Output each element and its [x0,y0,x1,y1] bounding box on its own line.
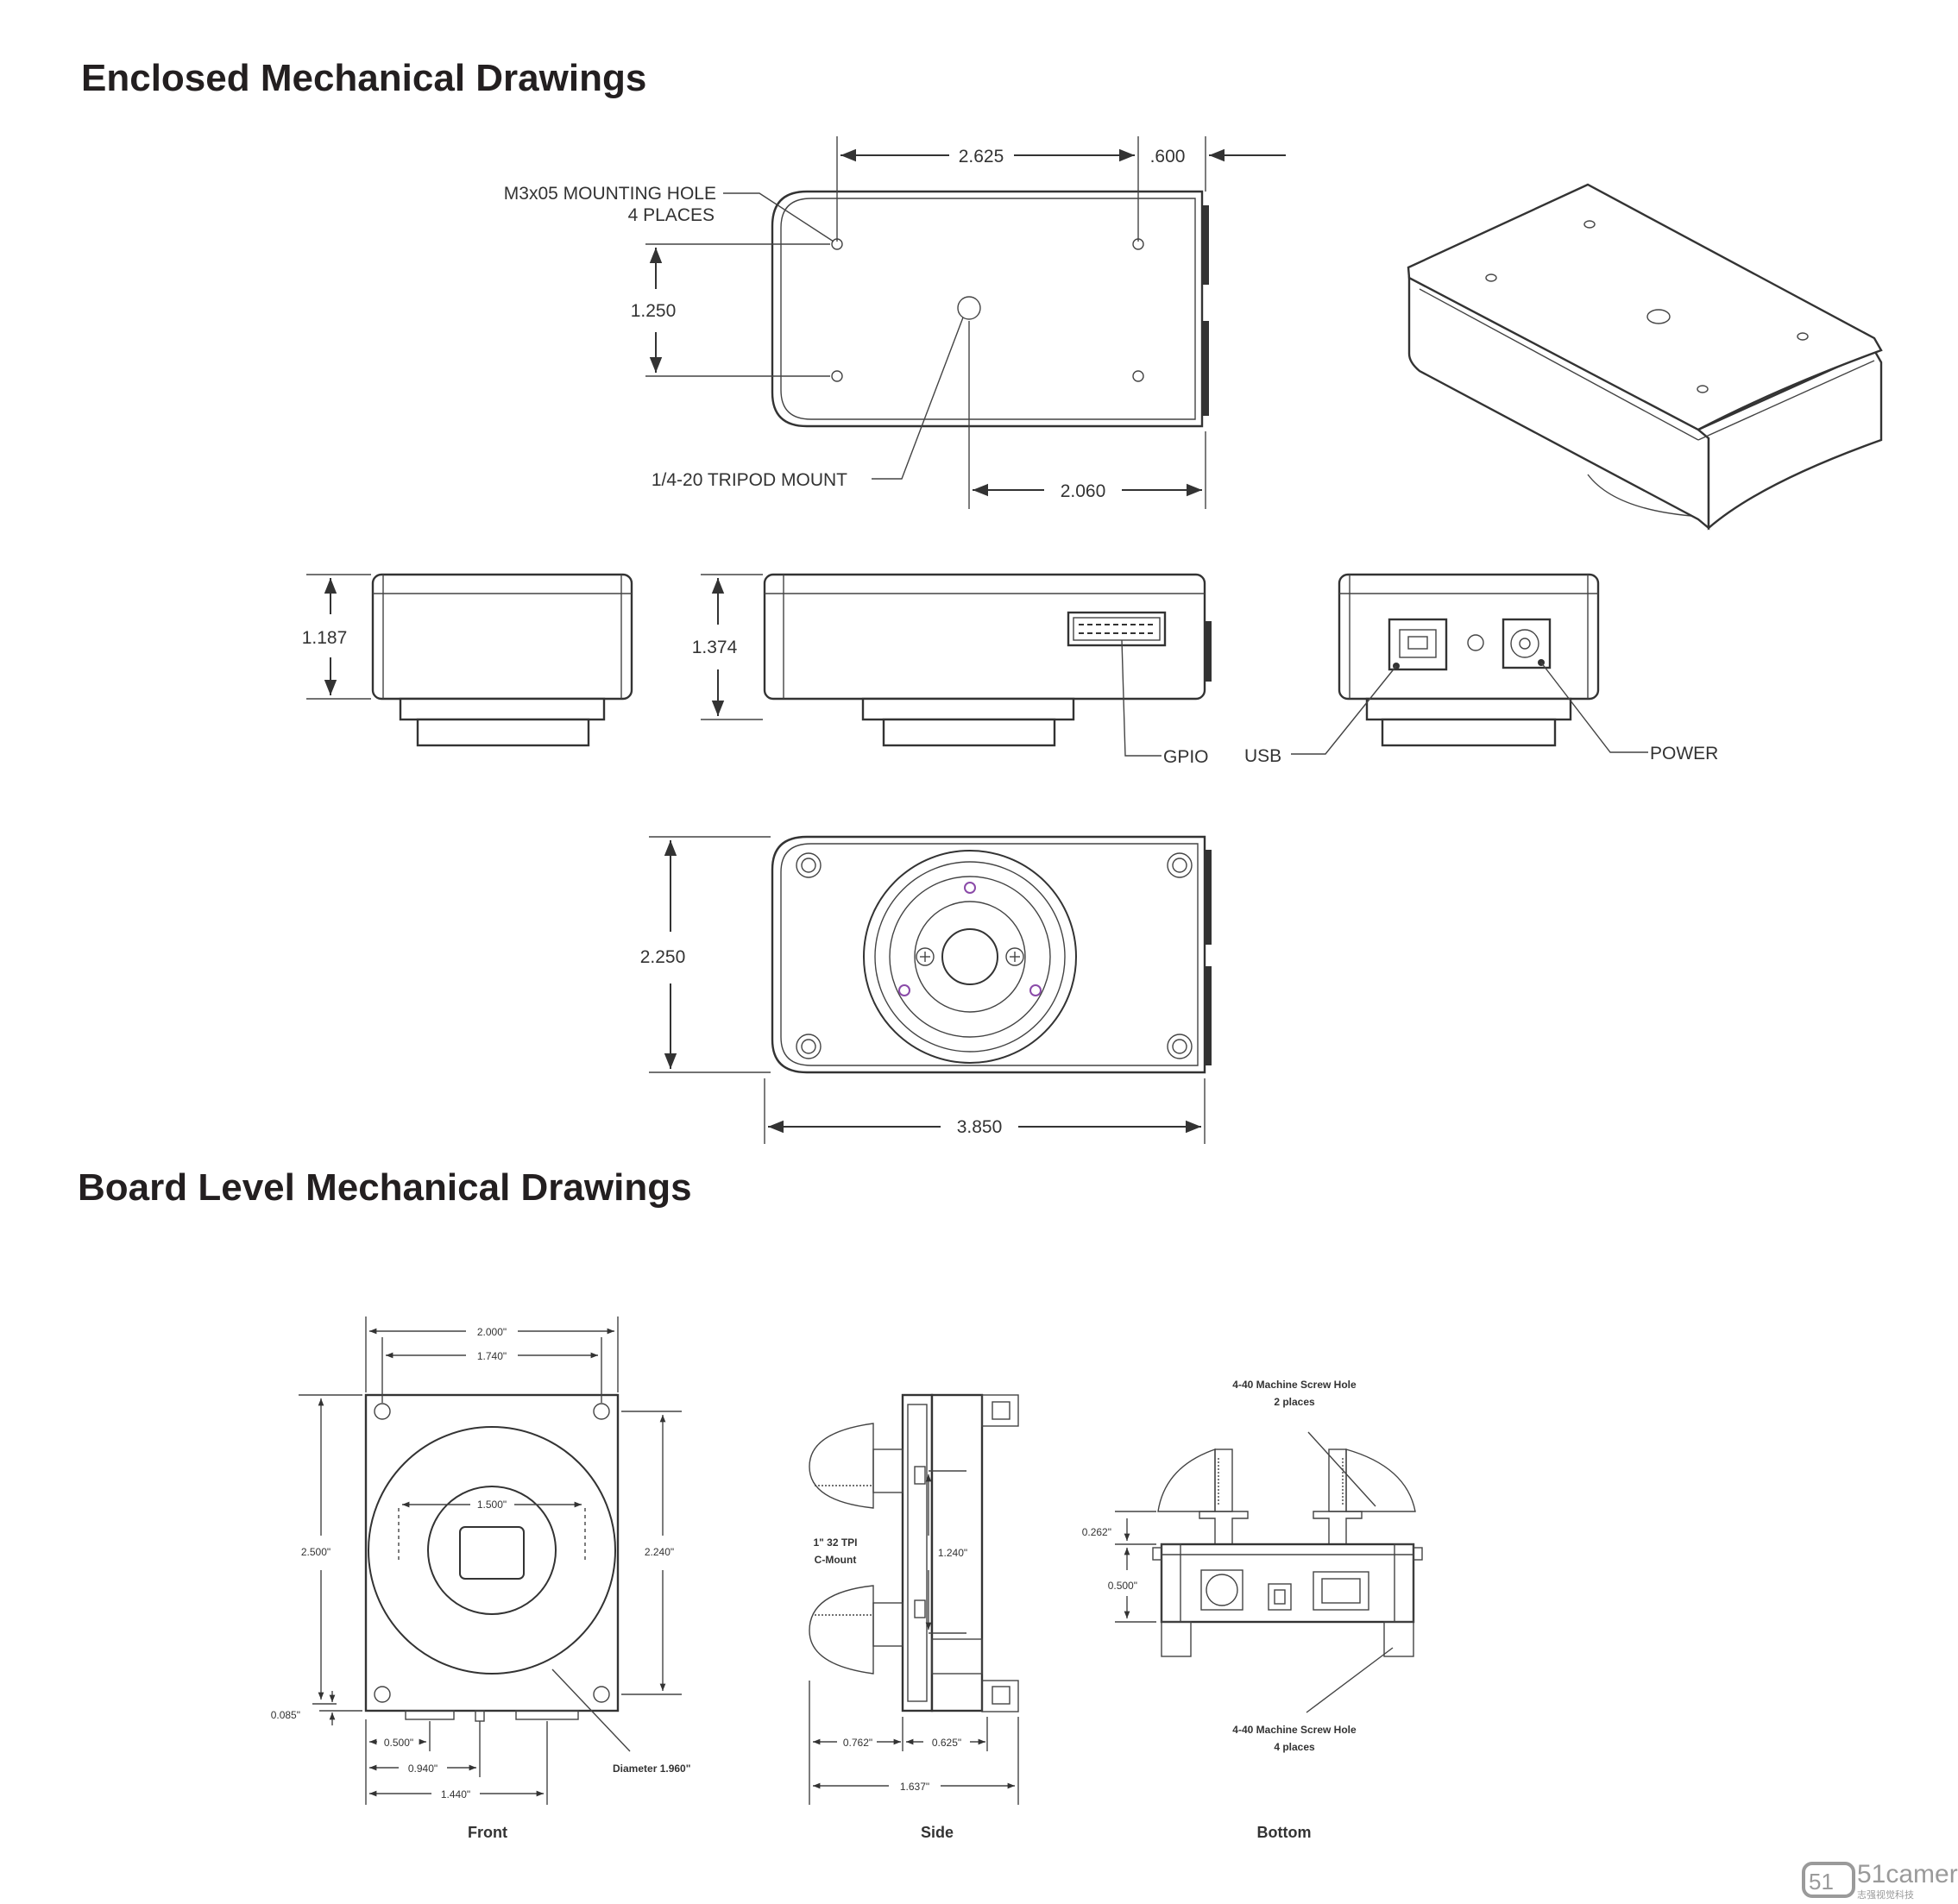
caption-side: Side [921,1824,954,1841]
dim-2500: 2.500" [301,1546,331,1558]
dim-0940: 0.940" [408,1763,438,1775]
gpio-label: GPIO [1163,747,1209,767]
dim-1240: 1.240" [938,1547,967,1559]
screw-hole-note-top: 4-40 Machine Screw Hole [1232,1379,1357,1391]
board-bottom-view: 4-40 Machine Screw Hole 2 places 0.262" [1082,1379,1423,1841]
usb-label: USB [1244,746,1281,766]
mounting-hole-places: 4 PLACES [628,205,715,225]
enclosed-front-view: 1.187 [302,573,633,747]
dim-1500: 1.500" [477,1499,507,1511]
caption-front: Front [468,1824,507,1841]
enclosed-isometric-view [1407,183,1883,531]
cmount-label-line1: 1" 32 TPI [813,1536,857,1549]
usb-port-icon [1388,618,1448,671]
dim-2625: 2.625 [959,147,1004,167]
dim-2250: 2.250 [640,947,686,967]
dim-1637: 1.637" [900,1781,929,1793]
dim-0500: 0.500" [384,1737,413,1749]
dim-1374: 1.374 [692,638,738,657]
mounting-hole-icon [831,370,843,382]
dim-1740: 1.740" [477,1350,507,1362]
dim-2000: 2.000" [477,1326,507,1338]
tripod-mount-icon [957,296,981,320]
heading-board-level: Board Level Mechanical Drawings [78,1166,692,1209]
lens-screw-icon [1005,947,1024,966]
enclosed-lens-view: 2.250 3.850 [640,835,1212,1144]
cmount-label-line2: C-Mount [815,1554,857,1566]
screw-hole-note-bottom: 4-40 Machine Screw Hole [1232,1724,1357,1736]
dim-0262: 0.262" [1082,1526,1111,1538]
dim-0500b: 0.500" [1108,1580,1137,1592]
lens-screw-icon [916,947,935,966]
dim-1440: 1.440" [441,1788,470,1800]
dim-0625: 0.625" [932,1737,961,1749]
board-side-view: 1" 32 TPI C-Mount 1.240" 0.762" 0.625" 1… [809,1393,1019,1841]
corner-screw-icon [1167,852,1193,878]
corner-screw-icon [796,1034,822,1059]
dim-0600: .600 [1150,147,1186,167]
dim-2060: 2.060 [1061,481,1106,501]
enclosed-top-view: 2.625 .600 M3x05 MOUNTING HOLE 4 PLACES … [504,136,1286,509]
heading-enclosed: Enclosed Mechanical Drawings [81,57,647,99]
enclosed-back-view: USB POWER [1244,573,1718,766]
enclosed-side-view: GPIO 1.374 [692,573,1212,767]
caption-bottom: Bottom [1257,1824,1312,1841]
dim-0085: 0.085" [271,1709,300,1721]
mounting-hole-label: M3x05 MOUNTING HOLE [504,184,716,204]
screw-hole-note-bottom-places: 4 places [1274,1741,1315,1753]
tripod-mount-label: 1/4-20 TRIPOD MOUNT [652,470,847,490]
corner-screw-icon [796,852,822,878]
dim-0762: 0.762" [843,1737,872,1749]
diameter-note: Diameter 1.960" [613,1763,690,1775]
led-indicator-icon [1467,634,1484,651]
mounting-hole-icon [1132,370,1144,382]
screw-hole-note-top-places: 2 places [1274,1396,1315,1408]
board-front-view: 1.500" 2.000" 1.740" 2.500" 0.085" 2.240… [271,1316,690,1841]
svg-text:51: 51 [1809,1869,1834,1895]
dim-2240: 2.240" [645,1546,674,1558]
corner-screw-icon [1167,1034,1193,1059]
watermark-logo: 51 51camera 志强视觉科技 [1802,1860,1958,1901]
watermark-text: 51camera [1857,1860,1958,1888]
dim-1187: 1.187 [302,628,348,648]
dim-1250: 1.250 [631,301,677,321]
gpio-connector-icon [1067,611,1167,647]
watermark-subtext: 志强视觉科技 [1857,1888,1914,1901]
dim-3850: 3.850 [957,1117,1003,1137]
power-label: POWER [1650,744,1718,763]
